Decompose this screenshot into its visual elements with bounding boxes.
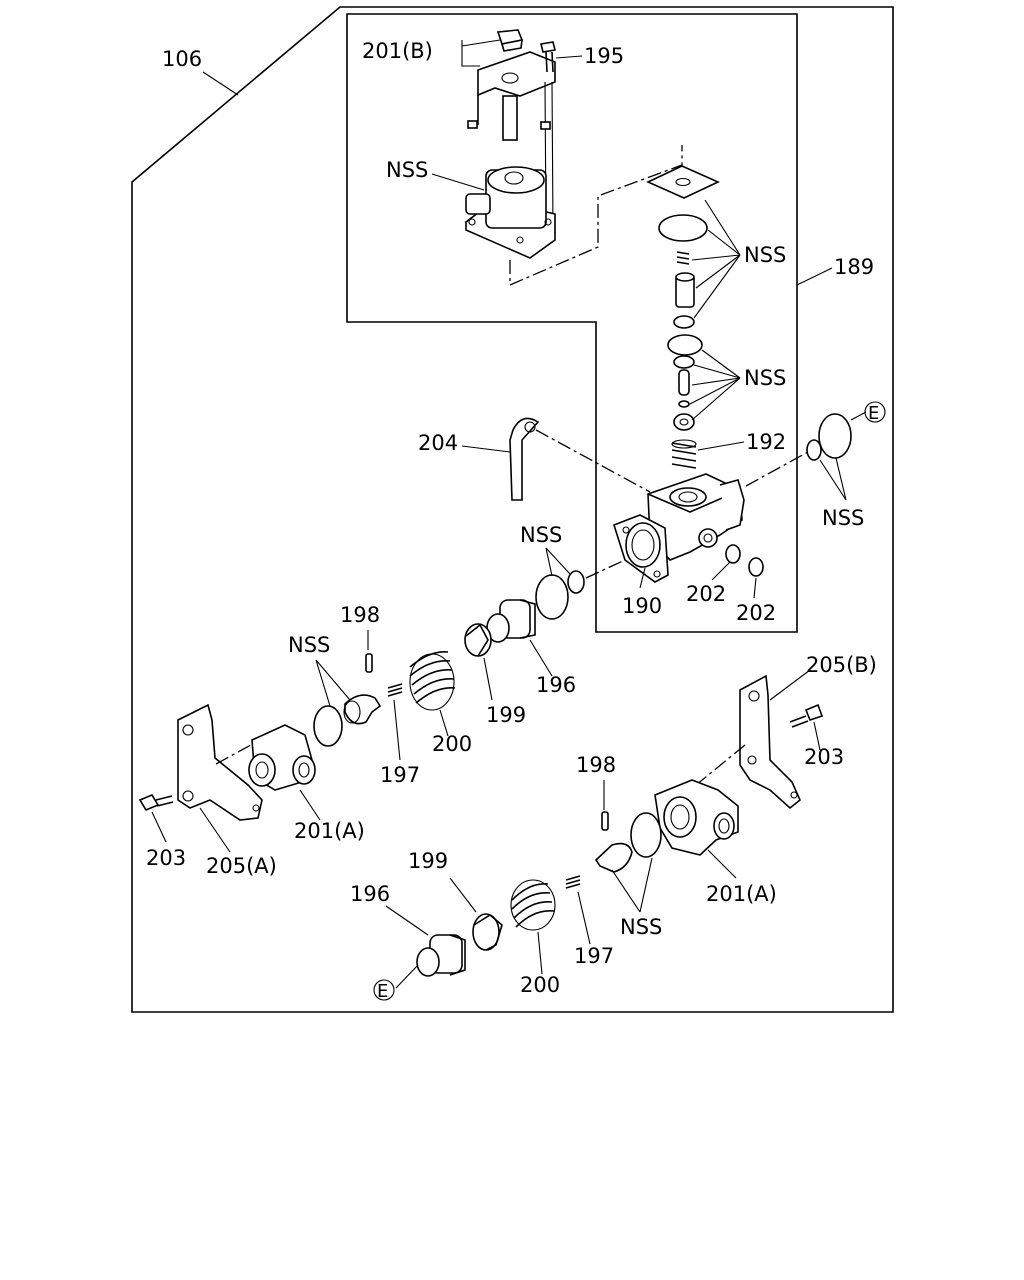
label-201a-right: 201(A) bbox=[706, 882, 777, 906]
label-202-b: 202 bbox=[736, 601, 776, 625]
leader-lines bbox=[151, 39, 867, 989]
label-197-upper: 197 bbox=[380, 763, 420, 787]
label-205b: 205(B) bbox=[806, 653, 877, 677]
subassembly-frame-189 bbox=[346, 13, 798, 633]
piston-group-upper bbox=[313, 599, 536, 747]
bracket-205b-group bbox=[654, 674, 824, 856]
svg-text:E: E bbox=[868, 403, 879, 424]
label-nss-stack-lower: NSS bbox=[744, 366, 786, 390]
label-203-left: 203 bbox=[146, 846, 186, 870]
label-nss-stack-upper: NSS bbox=[744, 243, 786, 267]
solenoid-group bbox=[464, 29, 683, 286]
label-189: 189 bbox=[834, 255, 874, 279]
label-190: 190 bbox=[622, 594, 662, 618]
label-201a-left: 201(A) bbox=[294, 819, 365, 843]
svg-text:E: E bbox=[377, 981, 388, 1002]
label-202-a: 202 bbox=[686, 582, 726, 606]
circle-e-marker-bottom: E bbox=[373, 979, 395, 1002]
o-ring-e-large bbox=[818, 413, 852, 459]
o-ring-body-small bbox=[567, 570, 585, 594]
assembly-frame-106 bbox=[131, 6, 894, 1013]
label-nss-piston-upper: NSS bbox=[288, 633, 330, 657]
label-198-upper: 198 bbox=[340, 603, 380, 627]
label-196-lower: 196 bbox=[350, 882, 390, 906]
callout-labels: 106 201(B) 195 NSS NSS 189 NSS 204 192 N… bbox=[146, 39, 886, 1002]
o-ring-e-small bbox=[806, 439, 822, 461]
label-205a: 205(A) bbox=[206, 854, 277, 878]
label-nss-e-rings: NSS bbox=[822, 506, 864, 530]
label-106: 106 bbox=[162, 47, 202, 71]
label-200-upper: 200 bbox=[432, 732, 472, 756]
label-nss-solenoid: NSS bbox=[386, 158, 428, 182]
o-ring-body-large bbox=[535, 574, 569, 620]
label-192: 192 bbox=[746, 430, 786, 454]
label-199-upper: 199 bbox=[486, 703, 526, 727]
label-199-lower: 199 bbox=[408, 849, 448, 873]
label-200-lower: 200 bbox=[520, 973, 560, 997]
valve-body-190 bbox=[613, 473, 764, 583]
label-204: 204 bbox=[418, 431, 458, 455]
bracket-205a-group bbox=[138, 703, 316, 821]
label-195: 195 bbox=[584, 44, 624, 68]
label-nss-body-rings: NSS bbox=[520, 523, 562, 547]
circle-e-marker-top: E bbox=[864, 401, 886, 424]
label-196-upper: 196 bbox=[536, 673, 576, 697]
label-198-lower: 198 bbox=[576, 753, 616, 777]
label-nss-piston-lower: NSS bbox=[620, 915, 662, 939]
label-201b: 201(B) bbox=[362, 39, 433, 63]
label-203-right: 203 bbox=[804, 745, 844, 769]
label-197-lower: 197 bbox=[574, 944, 614, 968]
piston-group-lower bbox=[416, 811, 662, 977]
valve-stack bbox=[646, 165, 720, 469]
lever-204 bbox=[509, 417, 651, 501]
